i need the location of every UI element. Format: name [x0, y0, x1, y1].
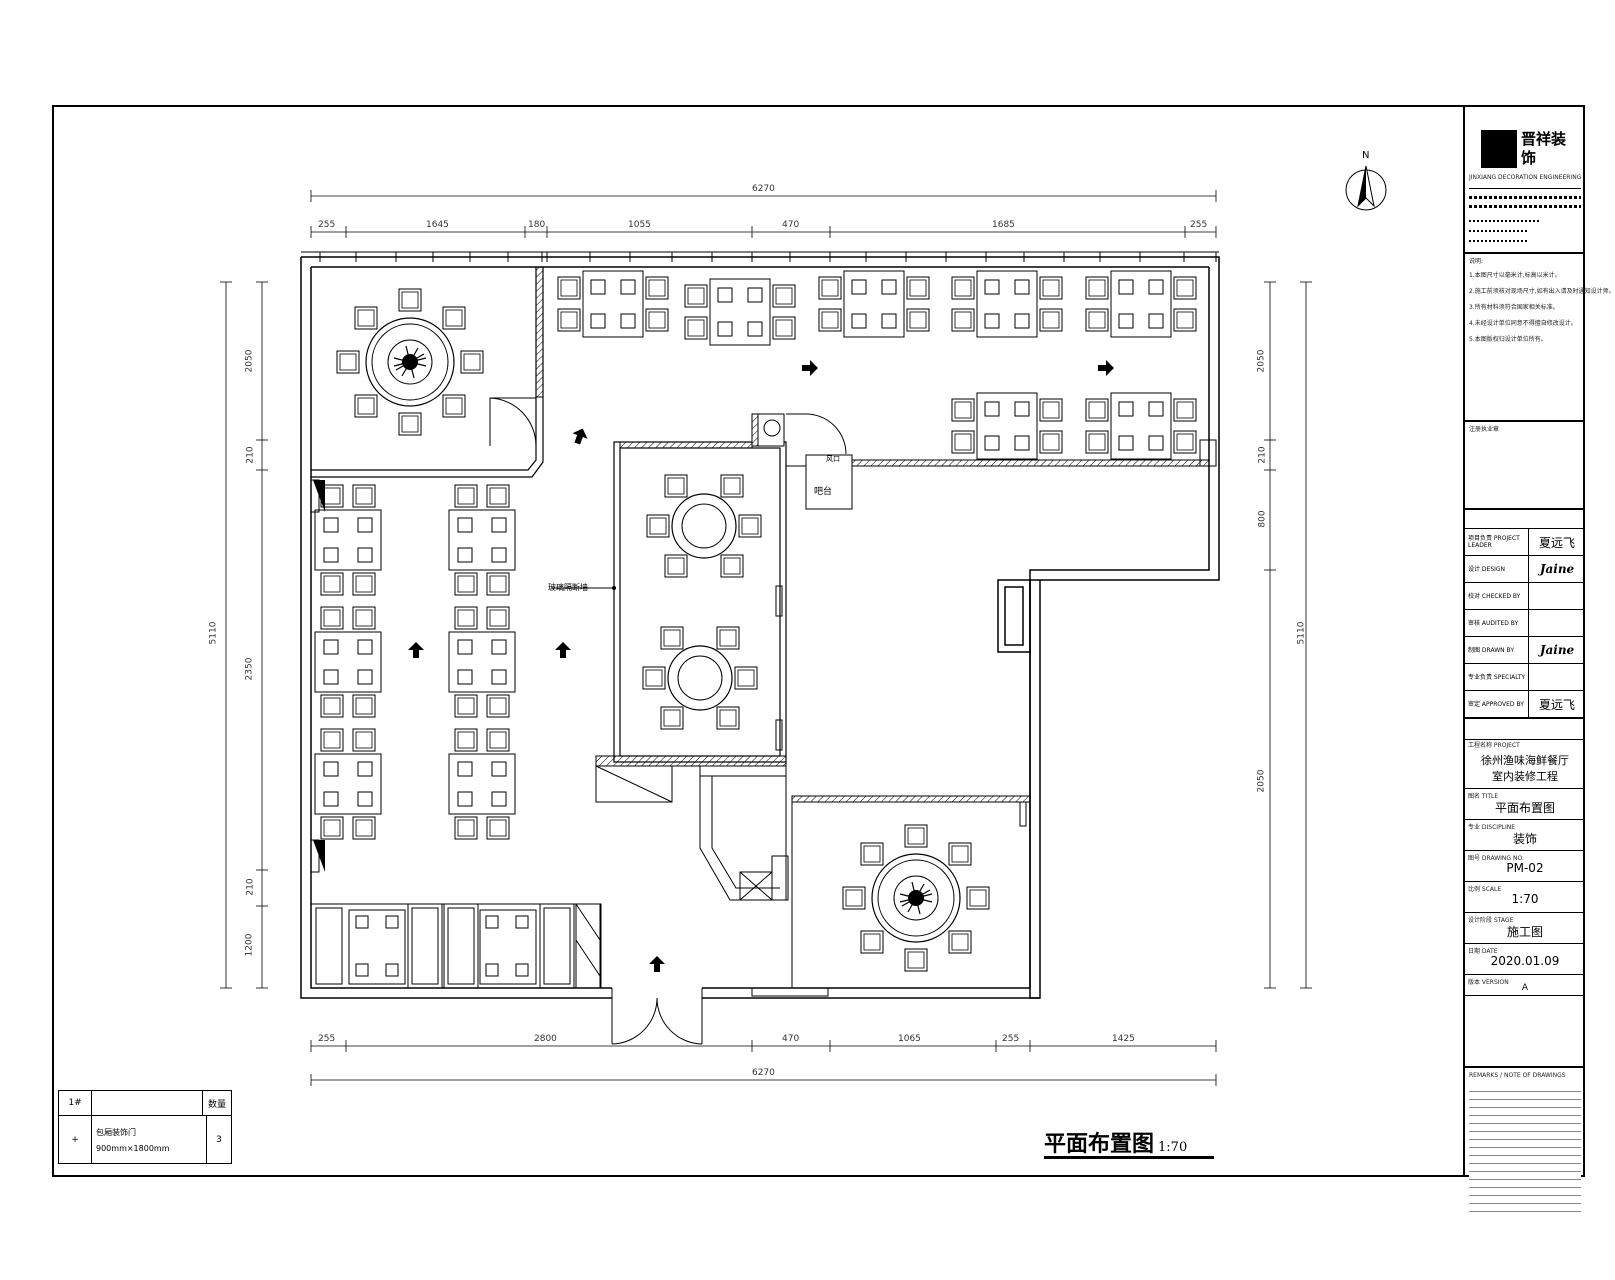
round-table-vip-2 — [842, 824, 990, 972]
dim-left-seg-3: 2350 — [244, 657, 255, 681]
dim-top-total: 6270 — [752, 184, 775, 194]
bar-counter-label: 吧台 — [814, 487, 833, 497]
dim-left-seg-5: 1200 — [244, 933, 255, 957]
personnel-row-4: 审核 AUDITED BY — [1465, 610, 1585, 637]
stamp-header: 注册执业章 — [1469, 426, 1500, 433]
dim-bottom-total: 6270 — [752, 1068, 775, 1078]
company-logo-icon — [1481, 130, 1517, 168]
personnel-row-3: 校对 CHECKED BY — [1465, 583, 1585, 610]
personnel-row-6: 专业负责 SPECIALTY — [1465, 664, 1585, 691]
legend-row-spec: 900mm×1800mm — [96, 1143, 170, 1153]
project-name-2: 室内装修工程 — [1492, 770, 1558, 783]
legend-col-no: 1# — [59, 1091, 92, 1115]
dim-left-seg-4: 210 — [245, 878, 256, 896]
dim-left-seg-2: 210 — [245, 446, 256, 464]
dim-right-seg-4: 2050 — [1256, 769, 1267, 793]
title-block: 晋祥装饰 JINXIANG DECORATION ENGINEERING 说明:… — [1464, 108, 1615, 1216]
glass-partition-label: 玻璃隔断墙 — [548, 583, 588, 592]
dimension-lines — [220, 190, 1312, 1086]
dim-top-seg-5: 470 — [782, 220, 800, 230]
project-block: 工程名称 PROJECT 徐州渔味海鲜餐厅 室内装修工程 — [1465, 740, 1585, 789]
company-name: 晋祥装饰 — [1521, 130, 1567, 167]
service-counter — [595, 755, 789, 901]
remarks-section: REMARKS / NOTE OF DRAWINGS — [1465, 1068, 1585, 1220]
private-room-2-walls — [613, 441, 787, 763]
note-2: 2.施工前须核对现场尺寸,如有出入请及时通知设计师。 — [1469, 288, 1615, 295]
dim-top-seg-2: 1645 — [426, 220, 449, 230]
dim-right-total: 5110 — [1296, 621, 1307, 645]
dim-top-seg-4: 1055 — [628, 220, 651, 230]
dim-bottom-seg-4: 1065 — [898, 1034, 921, 1044]
dim-right-seg-2: 210 — [1257, 446, 1268, 464]
note-5: 5.本图版权归设计单位所有。 — [1469, 336, 1547, 343]
vent-label: 风口 — [826, 455, 840, 463]
legend-col-qty: 数量 — [207, 1099, 226, 1110]
company-sub: JINXIANG DECORATION ENGINEERING — [1469, 174, 1582, 181]
dim-left-seg-1: 2050 — [244, 349, 255, 373]
legend-col-name — [92, 1091, 203, 1115]
left-hall-tables — [314, 484, 516, 840]
drawing-number-field: 图号 DRAWING NO.PM-02 — [1465, 851, 1585, 882]
dim-right-seg-1: 2050 — [1256, 349, 1267, 373]
dim-top-seg-3: 180 — [528, 220, 546, 230]
note-1: 1.本图尺寸以毫米计,标高以米计。 — [1469, 272, 1561, 279]
notes-header: 说明: — [1469, 258, 1484, 265]
remarks-header: REMARKS / NOTE OF DRAWINGS — [1469, 1072, 1566, 1079]
company-section: 晋祥装饰 JINXIANG DECORATION ENGINEERING — [1465, 108, 1585, 254]
round-table-vip-1 — [336, 288, 484, 436]
drawing-scale: 1:70 — [1158, 1140, 1188, 1155]
round-table-room-2b — [642, 626, 758, 730]
top-mullions — [319, 252, 1217, 262]
booth-seating — [310, 903, 602, 989]
dim-bottom-seg-5: 255 — [1002, 1034, 1020, 1044]
dim-bottom-seg-2: 2800 — [534, 1034, 557, 1044]
note-4: 4.未经设计单位同意不得擅自修改设计。 — [1469, 320, 1577, 327]
dim-bottom-seg-3: 470 — [782, 1034, 800, 1044]
dim-bottom-seg-6: 1425 — [1112, 1034, 1135, 1044]
legend-row-no: + — [59, 1116, 92, 1163]
dim-left-total: 5110 — [208, 621, 219, 645]
round-table-room-2a — [646, 474, 762, 578]
main-entrance-door — [611, 988, 703, 1045]
sheet-border — [52, 105, 1585, 1177]
notes-section: 说明: 1.本图尺寸以毫米计,标高以米计。 2.施工前须核对现场尺寸,如有出入请… — [1465, 254, 1615, 422]
door-schedule-table: 1# 数量 + 包厢装饰门 900mm×1800mm 3 — [58, 1090, 232, 1164]
note-3: 3.所有材料须符合国家相关标准。 — [1469, 304, 1559, 311]
dim-top-seg-1: 255 — [318, 220, 336, 230]
legend-row-qty: 3 — [216, 1134, 222, 1145]
dim-top-seg-6: 1685 — [992, 220, 1015, 230]
dim-right-seg-3: 800 — [1257, 510, 1268, 528]
stamp-section: 注册执业章 — [1465, 422, 1585, 510]
project-name-1: 徐州渔味海鲜餐厅 — [1481, 754, 1569, 767]
title-underline — [1044, 1156, 1214, 1159]
legend-row-name: 包厢装饰门 — [96, 1127, 136, 1137]
dim-bottom-seg-1: 255 — [318, 1034, 336, 1044]
north-arrow-icon — [1345, 165, 1387, 211]
dim-top-seg-7: 255 — [1190, 220, 1208, 230]
north-label: N — [1362, 150, 1370, 161]
